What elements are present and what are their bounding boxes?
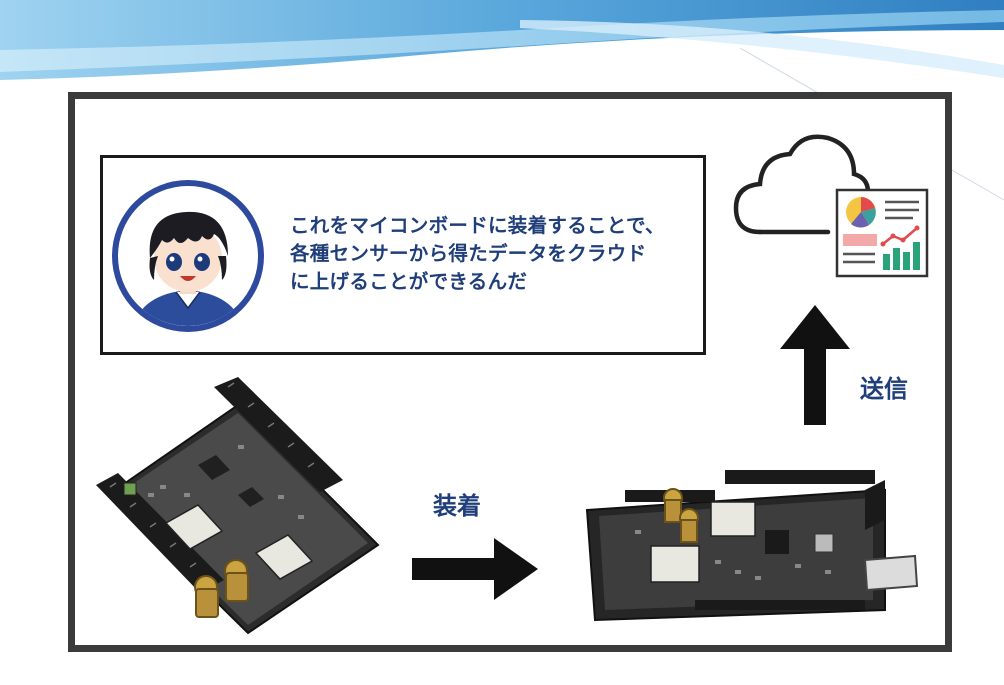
cloud-icon [733, 134, 871, 235]
speech-line: 各種センサーから得たデータをクラウド [290, 242, 647, 265]
send-label: 送信 [860, 375, 908, 403]
arrow-right-icon [412, 538, 538, 600]
attach-label: 装着 [433, 492, 481, 520]
speech-line: これをマイコンボードに装着することで、 [290, 214, 665, 237]
speech-line: に上げることができるんだ [290, 270, 528, 293]
mega-board-icon [585, 470, 919, 622]
speech-text: これをマイコンボードに装着することで、 各種センサーから得たデータをクラウド に… [290, 212, 690, 296]
person-avatar-icon [112, 180, 264, 332]
lte-shield-board-icon [96, 377, 380, 635]
arrow-up-icon [780, 305, 850, 425]
report-chart-icon [835, 188, 929, 278]
